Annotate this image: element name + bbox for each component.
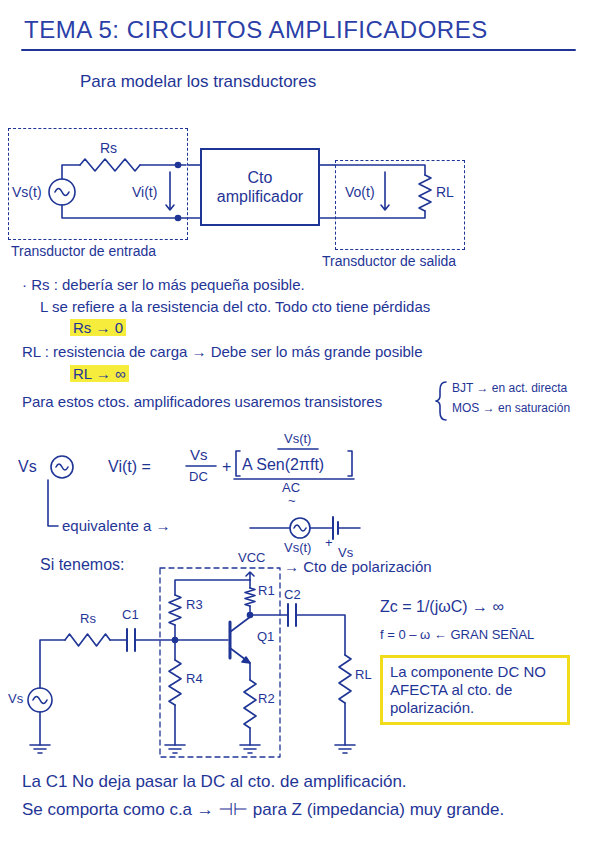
resistor-symbol <box>339 655 351 703</box>
note-label: RL <box>355 668 372 683</box>
note-label: Vs <box>190 446 208 463</box>
note-label: · Rs : debería ser lo más pequeña posibl… <box>22 276 305 293</box>
wire <box>62 165 80 179</box>
note-label: Zc = 1/(jωC) → ∞ <box>380 598 504 616</box>
source-wave <box>33 697 47 704</box>
resistor-symbol <box>169 595 181 625</box>
voltage-arrow <box>381 172 389 210</box>
wire <box>249 728 251 745</box>
note-label: Vo(t) <box>345 184 375 200</box>
resistor-symbol <box>169 660 181 705</box>
transistor-emitter <box>230 648 250 680</box>
note-label: Q1 <box>257 630 274 645</box>
note-label: Vs <box>18 458 37 476</box>
resistor-symbol <box>419 175 431 211</box>
resistor-symbol <box>80 159 140 171</box>
note-label: + <box>222 458 231 476</box>
source-symbol <box>28 688 52 712</box>
transistor-collector <box>230 615 250 632</box>
bracket <box>236 451 352 476</box>
leader-line <box>48 480 58 526</box>
note-label: C2 <box>284 588 301 603</box>
capacitor-symbol <box>288 604 296 626</box>
voltage-arrow <box>166 172 174 210</box>
resistor-symbol <box>244 680 256 728</box>
note-label: C1 <box>122 608 139 623</box>
note-label: RL : resistencia de carga → Debe ser lo … <box>22 343 422 360</box>
note-label: Para estos ctos. amplificadores usaremos… <box>22 393 382 410</box>
note-label: + <box>325 536 333 551</box>
note-label: La C1 No deja pasar la DC al cto. de amp… <box>22 772 407 792</box>
polarization-outline <box>160 568 280 757</box>
note-label: RL <box>436 184 454 200</box>
resistor-symbol <box>245 588 255 606</box>
note-label: L se refiere a la resistencia del cto. T… <box>40 298 430 315</box>
fraction-line <box>278 448 318 450</box>
note-label: R3 <box>186 598 203 613</box>
amplifier-box: Cto amplificador <box>200 148 320 226</box>
transistor-base <box>229 622 232 658</box>
note-label: Vs <box>8 692 23 707</box>
note-label: Se comporta como c.a → ⊣⊢ para Z (impeda… <box>22 800 504 820</box>
terminal-dot <box>176 216 181 221</box>
note-label: DC <box>189 470 208 485</box>
emitter-arrow <box>242 657 250 663</box>
wire <box>40 703 345 745</box>
wire <box>175 580 250 745</box>
note-label: A Sen(2πft) <box>242 456 324 474</box>
wire <box>250 615 345 655</box>
terminal-dot <box>176 163 181 168</box>
title-underline <box>22 49 575 51</box>
node-text: La componente DC NO AFECTA al cto. de po… <box>390 663 560 717</box>
note-label: Vs(t) <box>12 184 42 200</box>
note-label: f = 0 – ω ← GRAN SEÑAL <box>380 628 534 643</box>
resistor-symbol <box>65 634 110 646</box>
note-label: Vi(t) <box>132 184 157 200</box>
brace <box>436 382 446 420</box>
note-label: Para modelar los transductores <box>80 72 316 92</box>
region-caption: Transductor de entrada <box>11 243 156 260</box>
note-label: VCC <box>238 551 265 566</box>
wire-connector <box>188 164 200 166</box>
note-label: R1 <box>258 584 275 599</box>
output-transducer-region: Transductor de salida <box>335 160 465 250</box>
source-wave <box>56 464 68 470</box>
note-label: → Cto de polarización <box>284 558 432 575</box>
page-title: TEMA 5: CIRCUITOS AMPLIFICADORES <box>24 16 488 44</box>
highlight-note-box: La componente DC NO AFECTA al cto. de po… <box>380 655 570 725</box>
note-label: Vs(t) <box>284 432 311 447</box>
fraction-line <box>234 478 354 480</box>
vcc-arrow <box>246 572 254 580</box>
source-symbol <box>51 456 73 478</box>
wire-connector <box>320 164 335 166</box>
highlighted-note: RL → ∞ <box>70 365 129 382</box>
note-label: ~ <box>288 494 296 509</box>
note-label: Vs(t) <box>284 541 311 556</box>
ground-symbol <box>30 745 355 753</box>
node-text: Cto amplificador <box>208 168 312 206</box>
highlighted-note: Rs → 0 <box>70 319 126 336</box>
wire <box>40 640 65 688</box>
note-label: Si tenemos: <box>40 556 124 574</box>
note-label: Vi(t) = <box>108 458 151 476</box>
wire <box>335 165 425 175</box>
note-label: Rs <box>80 612 96 627</box>
source-wave <box>55 189 69 196</box>
note-label: BJT → en act. directa <box>452 382 567 396</box>
note-label: MOS → en saturación <box>452 402 570 416</box>
source-wave <box>294 525 306 531</box>
region-caption: Transductor de salida <box>322 253 456 270</box>
source-symbol <box>49 179 75 205</box>
source-symbol <box>290 518 310 538</box>
note-label: R4 <box>186 672 203 687</box>
capacitor-symbol <box>127 629 135 651</box>
note-label: equivalente a → <box>62 517 170 534</box>
note-label: R2 <box>258 692 275 707</box>
note-label: Rs <box>100 140 117 156</box>
battery-symbol <box>333 517 338 539</box>
fraction-line <box>186 465 216 467</box>
